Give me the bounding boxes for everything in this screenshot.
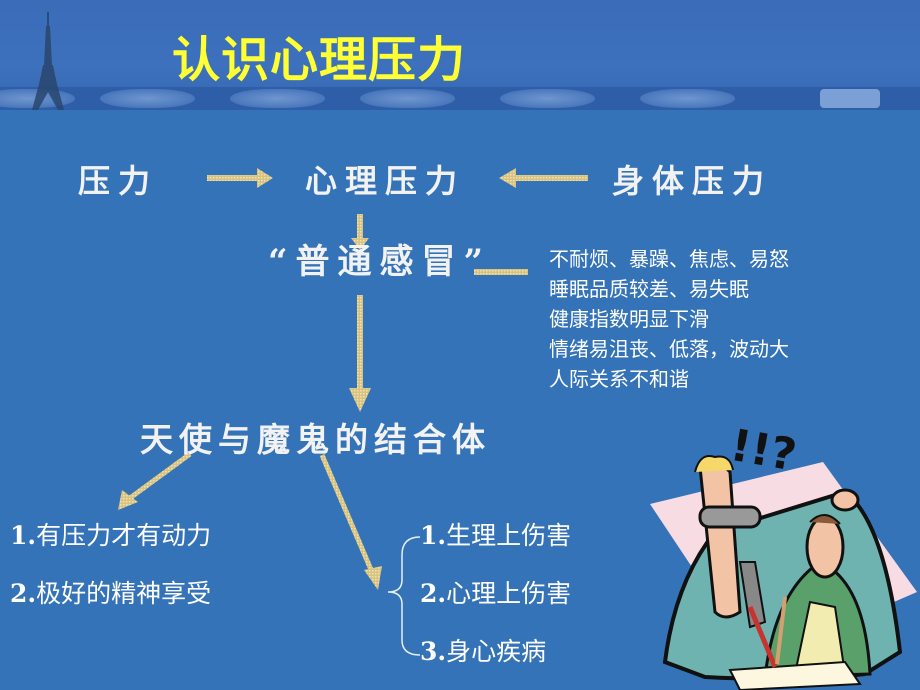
symptom-item: 人际关系不和谐 [549, 367, 689, 391]
arrow-diagonal-left-icon [118, 451, 192, 510]
slide-title: 认识心理压力 [172, 32, 467, 88]
positive-item: 2.极好的精神享受 [10, 579, 212, 608]
harm-item: 3.身心疾病 [420, 637, 547, 666]
brace-icon [387, 536, 421, 656]
node-physical-stress: 身体压力 [612, 162, 773, 200]
arrow-left-icon [499, 168, 588, 188]
node-stress: 压力 [78, 162, 159, 200]
symptom-item: 睡眠品质较差、易失眠 [549, 277, 749, 301]
node-angel-devil: 天使与魔鬼的结合体 [140, 420, 491, 459]
exclamation-icon: !!? [727, 420, 801, 482]
node-common-cold: “普通感冒” [268, 242, 492, 282]
symptom-list: 不耐烦、暴躁、焦虑、易怒 睡眠品质较差、易失眠 健康指数明显下滑 情绪易沮丧、低… [549, 244, 789, 394]
symptom-connector [474, 269, 528, 275]
eiffel-tower-icon [32, 12, 64, 110]
arrow-down-icon [351, 214, 369, 250]
header-banner: 认识心理压力 [0, 0, 920, 110]
stressed-workers-illustration: !!? [650, 420, 917, 690]
positive-item: 1.有压力才有动力 [10, 521, 212, 550]
harm-item: 1.生理上伤害 [420, 521, 572, 550]
node-psychological-stress: 心理压力 [305, 162, 466, 200]
symptom-item: 情绪易沮丧、低落，波动大 [549, 337, 789, 361]
arrow-down-long-icon [349, 295, 371, 412]
symptom-item: 不耐烦、暴躁、焦虑、易怒 [549, 247, 789, 271]
arrow-diagonal-right-icon [319, 454, 382, 590]
harm-item: 2.心理上伤害 [420, 579, 572, 608]
symptom-item: 健康指数明显下滑 [549, 307, 709, 331]
arrow-right-icon [207, 168, 273, 188]
keyboard-strip [0, 87, 920, 110]
